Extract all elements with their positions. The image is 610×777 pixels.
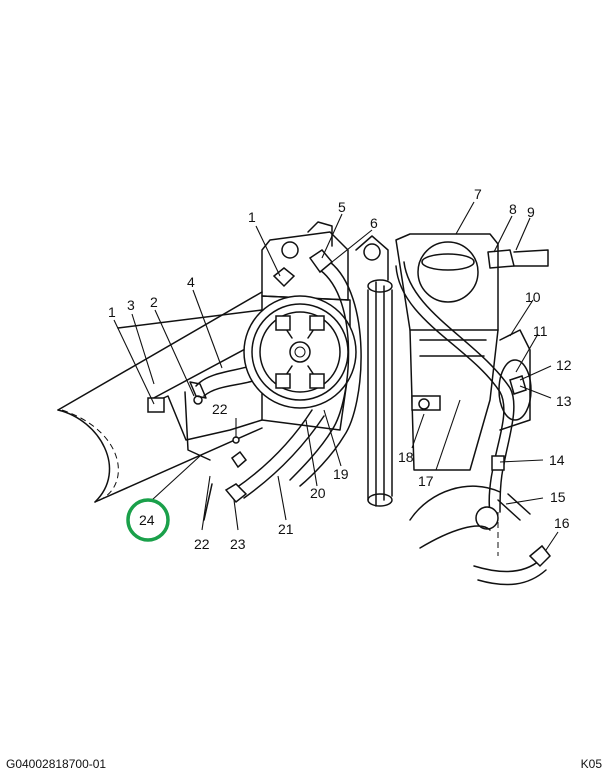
belt-pulley [355,235,393,507]
callout-3: 3 [127,297,135,313]
callout-13: 13 [556,393,572,409]
callout-8: 8 [509,201,517,217]
callout-1-top: 1 [248,209,256,225]
callout-23: 23 [230,536,246,552]
hoses-20-21 [203,409,325,521]
leader-lines [113,201,559,551]
callout-14: 14 [549,452,565,468]
hose-19 [289,249,362,487]
callout-20: 20 [310,485,326,501]
compressor-assembly [395,233,549,471]
callout-1-left: 1 [108,304,116,320]
steering-pump [243,221,357,431]
callout-19: 19 [333,466,349,482]
callout-9: 9 [527,204,535,220]
callout-2: 2 [150,294,158,310]
callout-21: 21 [278,521,294,537]
callout-18: 18 [398,449,414,465]
intake-tube [57,291,263,503]
sheet-code: K05 [580,757,602,771]
callout-5: 5 [338,199,346,215]
callout-10: 10 [525,289,541,305]
hose-15-16 [409,485,552,586]
callout-4: 4 [187,274,195,290]
drawing-number: G04002818700-01 [6,757,107,771]
callout-11: 11 [533,323,548,339]
callout-22-upper: 22 [212,401,228,417]
callout-16: 16 [554,515,570,531]
callout-22-lower: 22 [194,536,210,552]
callout-labels: 1 1 2 3 4 5 6 7 8 9 10 11 12 13 14 15 16… [108,186,572,552]
callout-7: 7 [474,186,482,202]
callout-24: 24 [139,512,155,528]
callout-6: 6 [370,215,378,231]
callout-15: 15 [550,489,566,505]
callout-17: 17 [418,473,434,489]
mount-bracket [147,391,263,469]
callout-12: 12 [556,357,572,373]
callout-24-highlight-ring [126,498,170,542]
